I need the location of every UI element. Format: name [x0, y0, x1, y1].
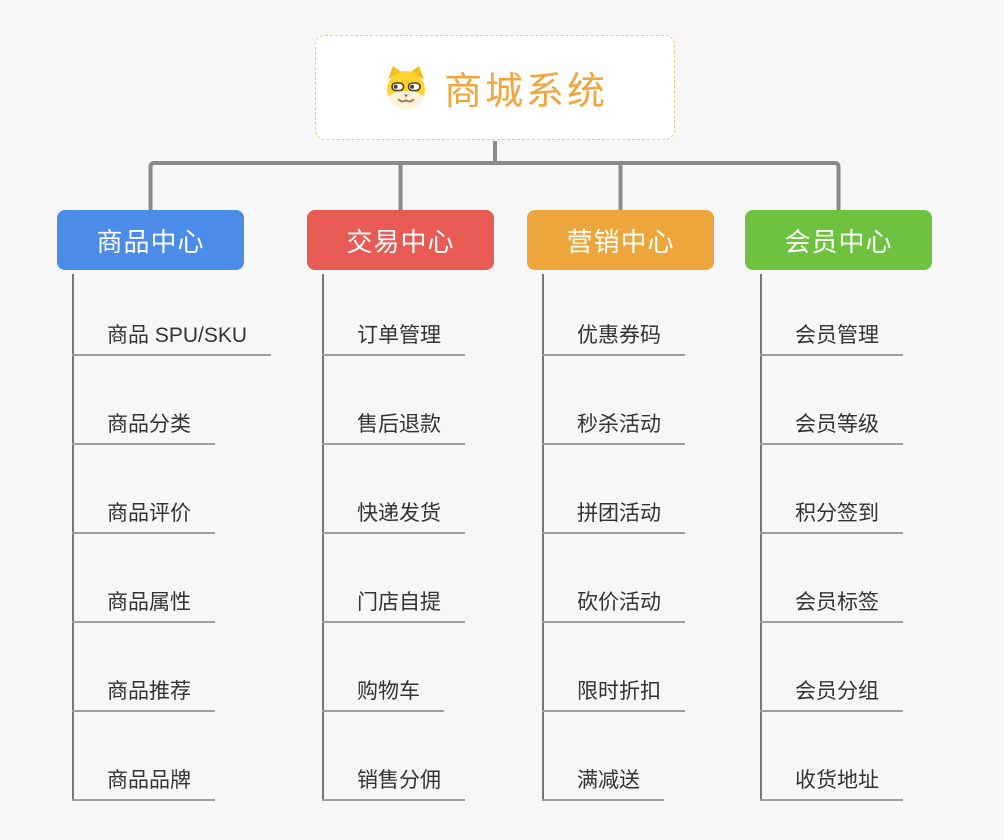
root-node[interactable]: 商城系统: [315, 35, 675, 140]
branch-column-2: 交易中心订单管理售后退款快递发货门店自提购物车销售分佣: [307, 210, 567, 820]
leaf-node-2-6[interactable]: 销售分佣: [322, 769, 465, 801]
leaf-node-3-3[interactable]: 拼团活动: [542, 502, 685, 534]
leaf-node-2-5[interactable]: 购物车: [322, 680, 444, 712]
leaf-node-4-1[interactable]: 会员管理: [760, 324, 903, 356]
branch-node-3[interactable]: 营销中心: [527, 210, 714, 270]
leaf-node-4-4[interactable]: 会员标签: [760, 591, 903, 623]
leaf-node-1-4[interactable]: 商品属性: [72, 591, 215, 623]
leaf-node-1-6[interactable]: 商品品牌: [72, 769, 215, 801]
leaf-node-2-1[interactable]: 订单管理: [322, 324, 465, 356]
leaf-node-4-5[interactable]: 会员分组: [760, 680, 903, 712]
leaf-node-2-3[interactable]: 快递发货: [322, 502, 465, 534]
leaf-node-1-3[interactable]: 商品评价: [72, 502, 215, 534]
leaf-node-2-4[interactable]: 门店自提: [322, 591, 465, 623]
leaf-node-4-3[interactable]: 积分签到: [760, 502, 903, 534]
leaf-node-3-2[interactable]: 秒杀活动: [542, 413, 685, 445]
branch-trunk-line: [542, 274, 544, 801]
branch-column-4: 会员中心会员管理会员等级积分签到会员标签会员分组收货地址: [745, 210, 1004, 820]
branch-trunk-line: [760, 274, 762, 801]
leaf-node-4-6[interactable]: 收货地址: [760, 769, 903, 801]
branch-node-2[interactable]: 交易中心: [307, 210, 494, 270]
branch-column-1: 商品中心商品 SPU/SKU 商品分类商品评价商品属性商品推荐商品品牌: [57, 210, 317, 820]
leaf-node-1-2[interactable]: 商品分类: [72, 413, 215, 445]
leaf-node-1-1[interactable]: 商品 SPU/SKU: [72, 324, 272, 356]
leaf-node-4-2[interactable]: 会员等级: [760, 413, 903, 445]
root-title: 商城系统: [443, 71, 608, 113]
leaf-node-3-1[interactable]: 优惠券码: [542, 324, 685, 356]
branch-trunk-line: [322, 274, 324, 801]
branch-trunk-line: [72, 274, 74, 801]
branch-node-4[interactable]: 会员中心: [745, 210, 932, 270]
branch-rail-line: [148, 161, 841, 210]
leaf-node-3-4[interactable]: 砍价活动: [542, 591, 685, 623]
leaf-node-3-5[interactable]: 限时折扣: [542, 680, 685, 712]
branch-column-3: 营销中心优惠券码秒杀活动拼团活动砍价活动限时折扣满减送: [527, 210, 787, 820]
leaf-node-3-6[interactable]: 满减送: [542, 769, 664, 801]
branch-node-1[interactable]: 商品中心: [57, 210, 244, 270]
dog-face-icon: [382, 64, 430, 112]
leaf-node-2-2[interactable]: 售后退款: [322, 413, 465, 445]
leaf-node-1-5[interactable]: 商品推荐: [72, 680, 215, 712]
